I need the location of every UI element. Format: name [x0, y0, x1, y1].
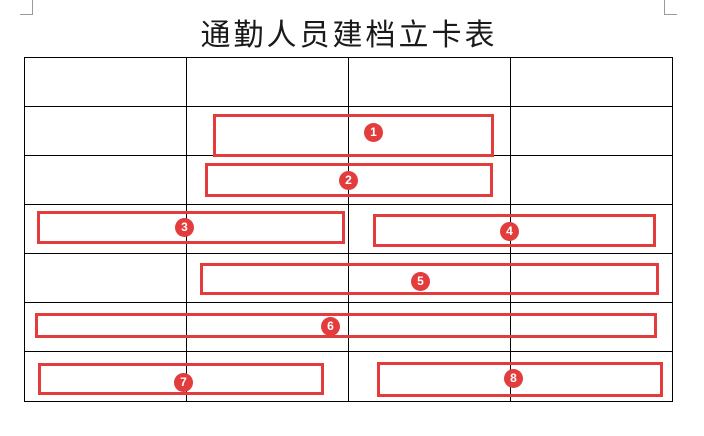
highlight-box-3[interactable]: [37, 211, 345, 244]
crop-mark-top-right-h: [664, 14, 677, 15]
crop-mark-top-left-h: [20, 14, 33, 15]
highlight-box-8[interactable]: [377, 362, 663, 397]
table-column-line: [348, 57, 349, 402]
number-badge-7: 7: [174, 373, 193, 392]
highlight-box-2[interactable]: [205, 163, 493, 197]
highlight-box-4[interactable]: [373, 214, 656, 247]
number-badge-3: 3: [175, 218, 194, 237]
number-badge-2: 2: [339, 171, 358, 190]
highlight-box-1[interactable]: [213, 114, 494, 157]
number-badge-4: 4: [500, 222, 519, 241]
highlight-box-5[interactable]: [200, 263, 659, 295]
number-badge-1: 1: [364, 123, 383, 142]
highlight-box-6[interactable]: [35, 313, 657, 338]
crop-mark-top-left-v: [32, 0, 33, 14]
crop-mark-top-right-v: [664, 0, 665, 14]
number-badge-6: 6: [321, 317, 340, 336]
number-badge-5: 5: [411, 272, 430, 291]
table-column-line: [24, 57, 25, 402]
table-column-line: [672, 57, 673, 402]
highlight-box-7[interactable]: [38, 363, 324, 395]
number-badge-8: 8: [504, 369, 523, 388]
page-title: 通勤人员建档立卡表: [200, 18, 498, 53]
